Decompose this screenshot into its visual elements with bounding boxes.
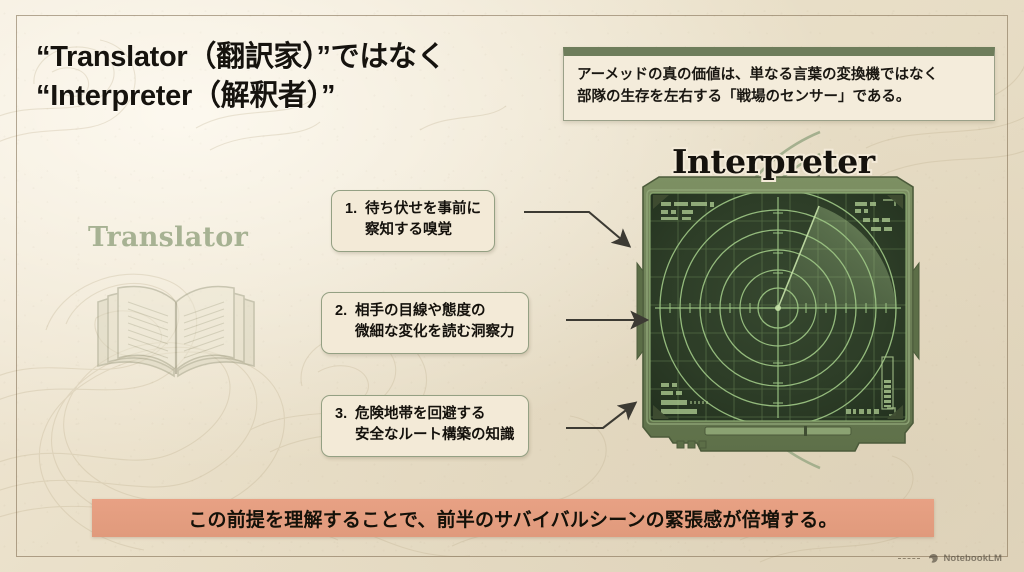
callout-item-2[interactable]: 2. 相手の目線や態度の 微細な変化を読む洞察力 xyxy=(321,292,529,354)
bezel-slider xyxy=(704,426,852,436)
title-line-2: “Interpreter（解釈者）” xyxy=(36,79,336,112)
callout-1-text-2: 察知する嗅覚 xyxy=(365,222,452,239)
callout-1-number: 1. xyxy=(345,201,358,217)
conclusion-banner: この前提を理解することで、前半のサバイバルシーンの緊張感が倍増する。 xyxy=(92,499,934,537)
callout-3-line-1: 3. 危険地帯を回避する xyxy=(335,404,515,425)
title-line-1: “Translator（翻訳家）”ではなく xyxy=(36,41,446,73)
watermark-label: NotebookLM xyxy=(943,553,1002,564)
callout-2-line-1: 2. 相手の目線や態度の xyxy=(335,301,515,322)
interpreter-label: Interpreter xyxy=(670,140,877,183)
hud-blocks-bottom-left xyxy=(661,383,708,414)
level-gauge xyxy=(881,356,894,410)
callout-item-1[interactable]: 1. 待ち伏せを事前に 察知する嗅覚 xyxy=(331,190,495,252)
notebooklm-logo-icon xyxy=(929,553,939,563)
translator-label: Translator xyxy=(88,222,249,253)
callout-2-text-1: 相手の目線や態度の xyxy=(355,303,486,319)
callout-2-number: 2. xyxy=(335,303,348,319)
radar-display xyxy=(636,176,920,452)
hud-blocks-top-left xyxy=(661,202,714,220)
statement-box: アーメッドの真の価値は、単なる言葉の変換機ではなく 部隊の生存を左右する「戦場の… xyxy=(563,47,995,121)
statement-line-2: 部隊の生存を左右する「戦場のセンサー」である。 xyxy=(577,88,911,105)
callout-3-number: 3. xyxy=(335,406,348,422)
callout-3-text-1: 危険地帯を回避する xyxy=(355,406,486,422)
watermark-dashes xyxy=(898,558,920,559)
callout-1-line-1: 1. 待ち伏せを事前に xyxy=(345,199,481,220)
callout-1-text-1: 待ち伏せを事前に xyxy=(365,201,481,217)
open-book-icon xyxy=(97,285,255,378)
conclusion-banner-text: この前提を理解することで、前半のサバイバルシーンの緊張感が倍増する。 xyxy=(188,509,838,531)
statement-line-1: アーメッドの真の価値は、単なる言葉の変換機ではなく xyxy=(577,67,939,83)
callout-item-3[interactable]: 3. 危険地帯を回避する 安全なルート構築の知識 xyxy=(321,395,529,457)
page-title: “Translator（翻訳家）”ではなく “Interpreter（解釈者）” xyxy=(36,38,556,115)
bezel-corner-brackets xyxy=(653,195,903,419)
callout-3-text-2: 安全なルート構築の知識 xyxy=(355,427,515,444)
callout-2-text-2: 微細な変化を読む洞察力 xyxy=(355,324,515,341)
notebooklm-watermark: NotebookLM xyxy=(928,553,1002,564)
